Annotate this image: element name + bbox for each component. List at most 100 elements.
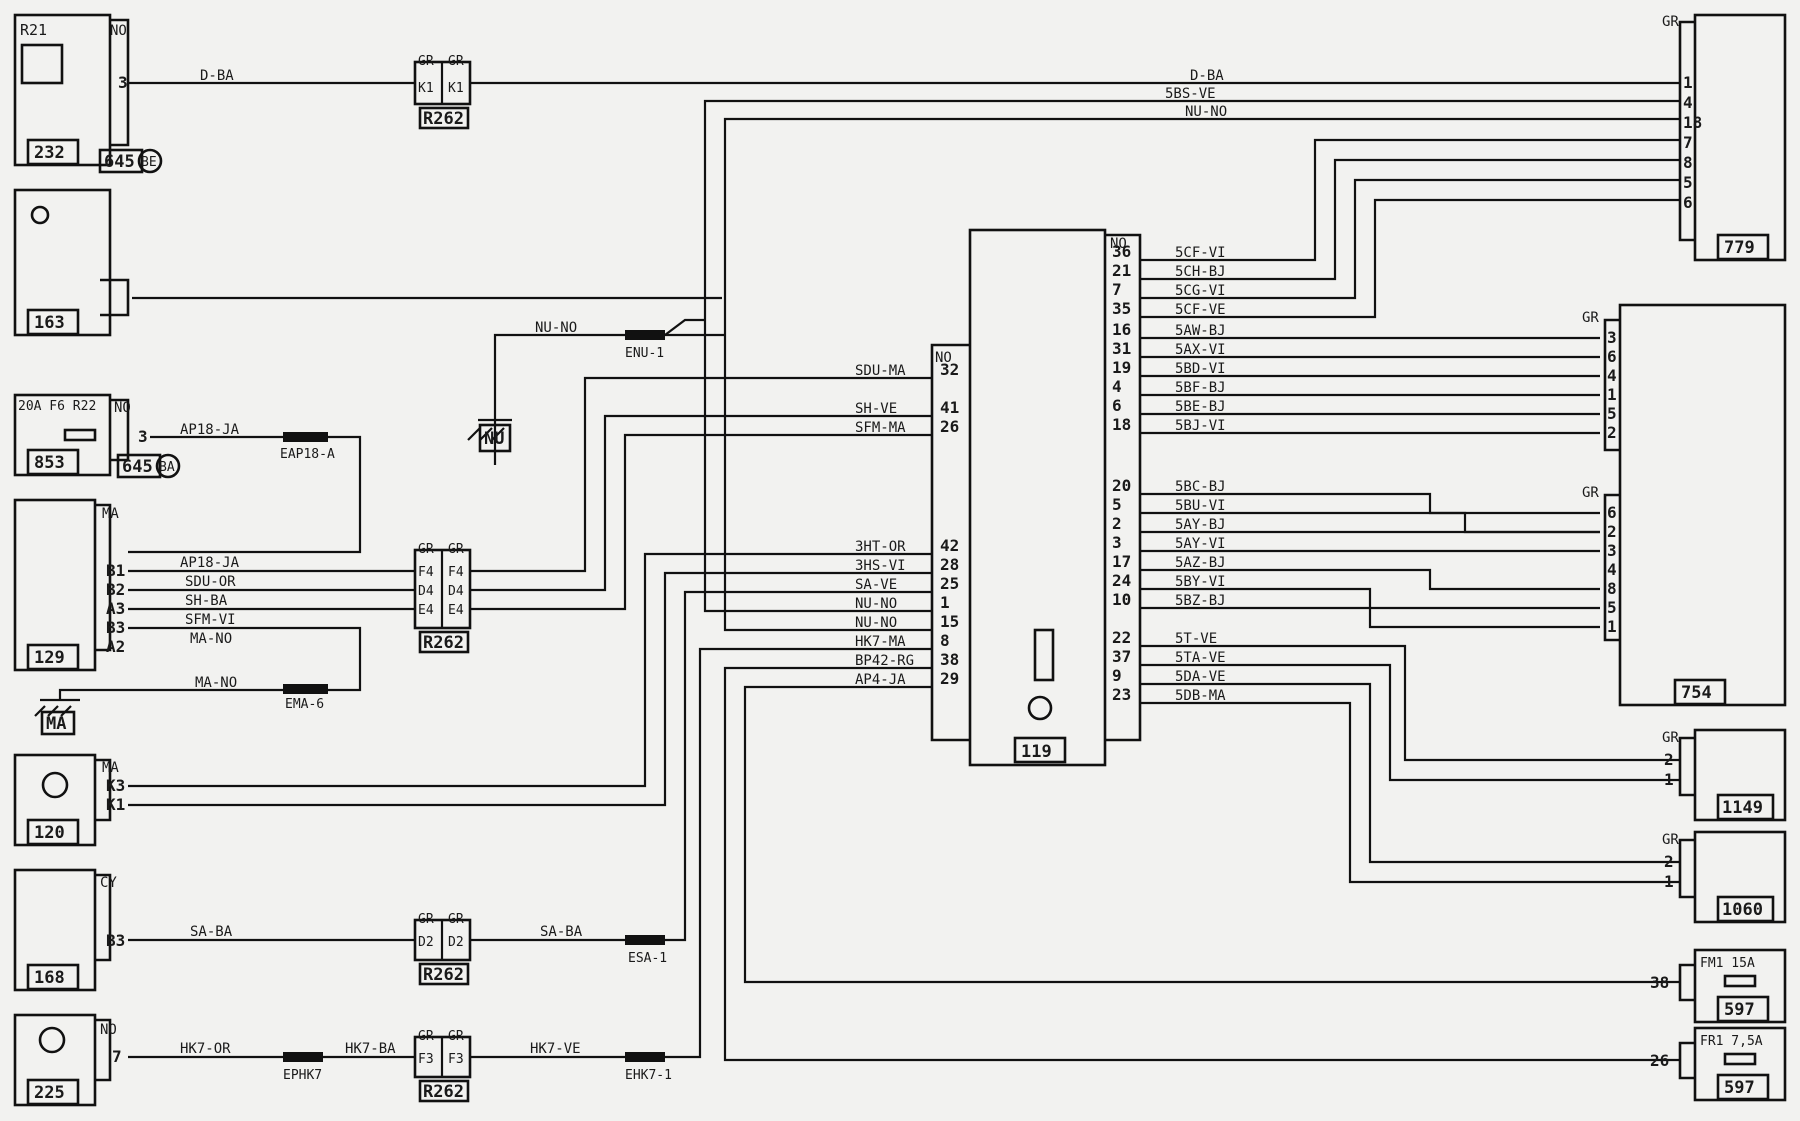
ecu-right-pin-17: 22 xyxy=(1112,628,1131,647)
ecu-right-pin-5: 31 xyxy=(1112,339,1131,358)
wire-ma-no-129: MA-NO xyxy=(190,631,232,647)
wire-ma-no-gnd: MA-NO xyxy=(195,675,237,691)
splice-ehk7-mark xyxy=(625,1052,665,1062)
ecu-left-wire-7: NU-NO xyxy=(855,615,897,631)
ground-ma-label: MA xyxy=(46,714,66,734)
svg-text:F4: F4 xyxy=(448,565,464,580)
svg-text:K1: K1 xyxy=(448,81,464,96)
component-754-pin-a-0: 3 xyxy=(1607,328,1617,347)
ecu-right-wire-3: 5CF-VE xyxy=(1175,302,1226,318)
splice-esa1-mark xyxy=(625,935,665,945)
splice-ephk7: EPHK7 xyxy=(283,1068,322,1083)
ecu-right-wire-18: 5TA-VE xyxy=(1175,650,1226,666)
splice-ehk7: EHK7-1 xyxy=(625,1068,672,1083)
ecu-left-pin-2: 26 xyxy=(940,417,959,436)
component-754-connector-b: GR xyxy=(1582,485,1599,501)
svg-text:R262: R262 xyxy=(423,633,464,653)
svg-text:GR: GR xyxy=(448,54,464,69)
ecu-right-wire-9: 5BJ-VI xyxy=(1175,418,1226,434)
svg-text:26: 26 xyxy=(1650,1051,1669,1070)
ecu-right-pin-9: 18 xyxy=(1112,415,1131,434)
wire-5bs-ve: 5BS-VE xyxy=(1165,86,1216,102)
ecu-right-pin-16: 10 xyxy=(1112,590,1131,609)
component-163-id: 163 xyxy=(34,313,65,333)
wire-hk7-ve: HK7-VE xyxy=(530,1041,581,1057)
svg-text:GR: GR xyxy=(448,542,464,557)
component-754-pin-a-1: 6 xyxy=(1607,347,1617,366)
ref-circle xyxy=(137,148,163,174)
ecu-left-pin-8: 8 xyxy=(940,631,950,650)
ecu-left-wire-1: SH-VE xyxy=(855,401,897,417)
ecu-left-pin-9: 38 xyxy=(940,650,959,669)
svg-text:GR: GR xyxy=(448,1029,464,1044)
svg-text:B2: B2 xyxy=(106,580,125,599)
component-754-pin-a-4: 5 xyxy=(1607,404,1617,423)
ecu-right-wire-6: 5BD-VI xyxy=(1175,361,1226,377)
component-779-id: 779 xyxy=(1724,238,1755,258)
component-120: MA K3 K1 120 xyxy=(13,753,125,847)
ecu-right-pin-7: 4 xyxy=(1112,377,1122,396)
ecu-right-pin-11: 5 xyxy=(1112,495,1122,514)
svg-text:1: 1 xyxy=(1664,872,1674,891)
ecu-right-wire-13: 5AY-VI xyxy=(1175,536,1226,552)
ecu-left-wire-5: SA-VE xyxy=(855,577,897,593)
ecu-right-pin-10: 20 xyxy=(1112,476,1131,495)
ecu-right-wire-8: 5BE-BJ xyxy=(1175,399,1226,415)
ecu-right-wire-16: 5BZ-BJ xyxy=(1175,593,1226,609)
component-225-pin: 7 xyxy=(112,1047,122,1066)
component-779-pin-3: 7 xyxy=(1683,133,1693,152)
svg-text:D2: D2 xyxy=(448,935,464,950)
svg-text:597: 597 xyxy=(1724,1078,1755,1098)
connector-r262-168: GR GR D2 D2 R262 xyxy=(413,912,472,986)
component-232-ref-sub: BE xyxy=(141,155,157,170)
ecu-right-pin-12: 2 xyxy=(1112,514,1122,533)
component-129-id: 129 xyxy=(34,648,65,668)
component-120-id: 120 xyxy=(34,823,65,843)
component-754-pin-b-3: 4 xyxy=(1607,560,1617,579)
svg-text:FM1 15A: FM1 15A xyxy=(1700,956,1755,971)
svg-text:F4: F4 xyxy=(418,565,434,580)
svg-text:B3: B3 xyxy=(106,618,125,637)
wire-hk7-ba: HK7-BA xyxy=(345,1041,396,1057)
ecu-left-pin-1: 41 xyxy=(940,398,959,417)
splice-esa1: ESA-1 xyxy=(628,951,667,966)
ecu-left-pin-6: 1 xyxy=(940,593,950,612)
wire-sdu-or: SDU-OR xyxy=(185,574,236,590)
component-120-connector: MA xyxy=(102,760,119,776)
ref-645-box xyxy=(98,148,144,174)
ecu-left-wire-3: 3HT-OR xyxy=(855,539,906,555)
svg-text:38: 38 xyxy=(1650,973,1669,992)
svg-text:A2: A2 xyxy=(106,637,125,656)
ecu-right-pin-0: 36 xyxy=(1112,242,1131,261)
component-754-pin-b-5: 5 xyxy=(1607,598,1617,617)
ecu-left-wire-9: BP42-RG xyxy=(855,653,914,669)
wire-d-ba-left: D-BA xyxy=(200,68,234,84)
splice-eap18-mark xyxy=(283,432,328,442)
component-779-body xyxy=(1693,13,1787,262)
ecu-right-wire-20: 5DB-MA xyxy=(1175,688,1226,704)
ecu-right-wire-11: 5BU-VI xyxy=(1175,498,1226,514)
ecu-left-wire-6: NU-NO xyxy=(855,596,897,612)
wire-ap18-ja-853: AP18-JA xyxy=(180,422,240,438)
svg-text:B1: B1 xyxy=(106,561,125,580)
ecu-right-pin-13: 3 xyxy=(1112,533,1122,552)
ecu-right-wire-17: 5T-VE xyxy=(1175,631,1217,647)
motor-icon xyxy=(41,771,69,799)
svg-text:F3: F3 xyxy=(448,1052,464,1067)
splice-enu1: ENU-1 xyxy=(625,346,664,361)
ecu-chip-icon xyxy=(1033,628,1055,682)
ecu-id: 119 xyxy=(1021,742,1052,762)
ecu-symbol-icon xyxy=(1027,695,1053,721)
component-232-code: R21 xyxy=(20,21,47,39)
component-754-pin-b-4: 8 xyxy=(1607,579,1617,598)
ecu-right-pin-1: 21 xyxy=(1112,261,1131,280)
component-168-pin: B3 xyxy=(106,931,125,950)
relay-coil-icon xyxy=(20,43,64,85)
svg-text:1: 1 xyxy=(1664,770,1674,789)
ecu-body xyxy=(968,228,1107,767)
component-225-connector: NO xyxy=(100,1022,117,1038)
ecu-right-pin-19: 9 xyxy=(1112,666,1122,685)
fuse-icon xyxy=(63,428,97,442)
